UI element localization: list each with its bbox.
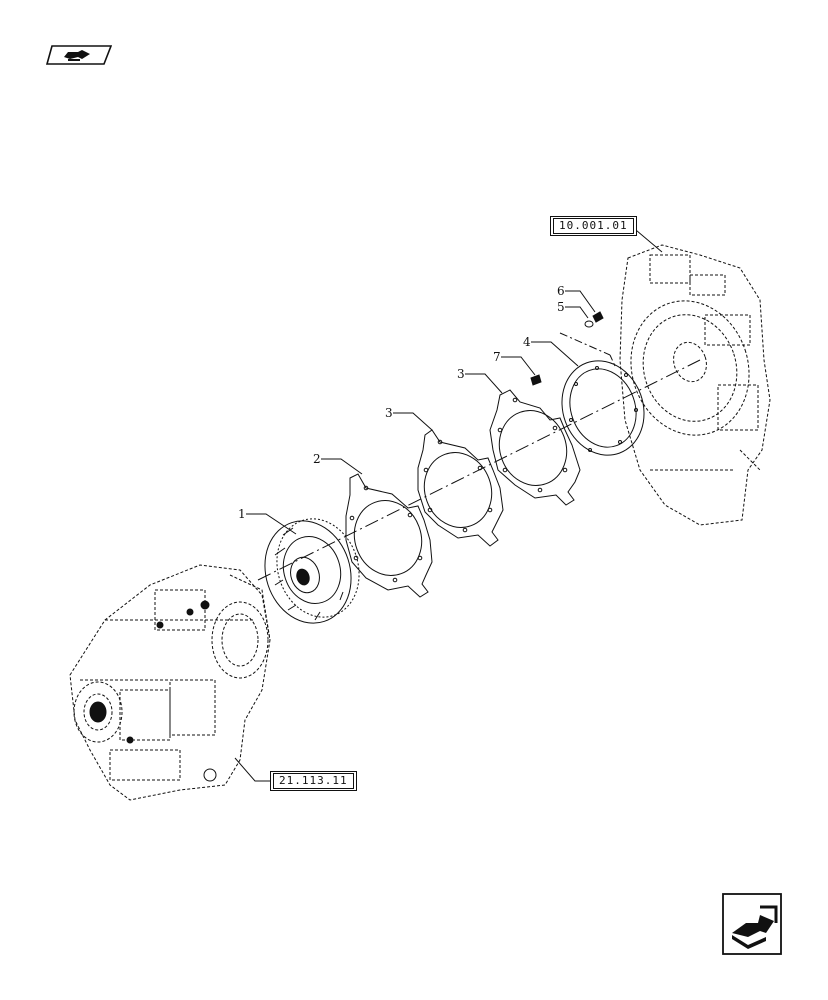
callout-5: 5 <box>557 300 565 314</box>
plate-part-2 <box>345 473 433 598</box>
centre-axis-line <box>257 359 701 581</box>
transmission-reference-box[interactable]: 21.113.11 <box>270 771 357 791</box>
torque-converter-part-1 <box>264 518 360 624</box>
transmission-flange <box>89 600 217 782</box>
hand-arrow-left-icon <box>45 45 113 65</box>
transmission-reference-label: 21.113.11 <box>273 773 354 789</box>
plate-part-3-right <box>489 389 581 506</box>
callout-2: 2 <box>313 452 321 466</box>
callout-3-right: 3 <box>457 367 465 381</box>
plate-part-3-left <box>417 429 504 547</box>
engine-reference-label: 10.001.01 <box>553 218 634 234</box>
washer-part-5 <box>584 320 594 328</box>
gasket-part-4 <box>561 360 645 456</box>
engine-reference-box[interactable]: 10.001.01 <box>550 216 637 236</box>
transmission-assembly <box>69 564 271 801</box>
callout-6: 6 <box>557 284 565 298</box>
screw-axis-line <box>559 332 611 356</box>
next-page-button[interactable] <box>722 893 782 955</box>
leader-lines <box>234 224 663 782</box>
callout-4: 4 <box>523 335 531 349</box>
engine-flywheel-housing <box>619 244 771 526</box>
previous-page-button[interactable] <box>45 44 113 66</box>
hand-arrow-right-icon <box>722 893 782 955</box>
callout-1: 1 <box>238 507 246 521</box>
screw-part-7 <box>530 374 542 386</box>
callout-7: 7 <box>493 350 501 364</box>
callout-3-left: 3 <box>385 406 393 420</box>
screw-part-6 <box>592 311 604 323</box>
